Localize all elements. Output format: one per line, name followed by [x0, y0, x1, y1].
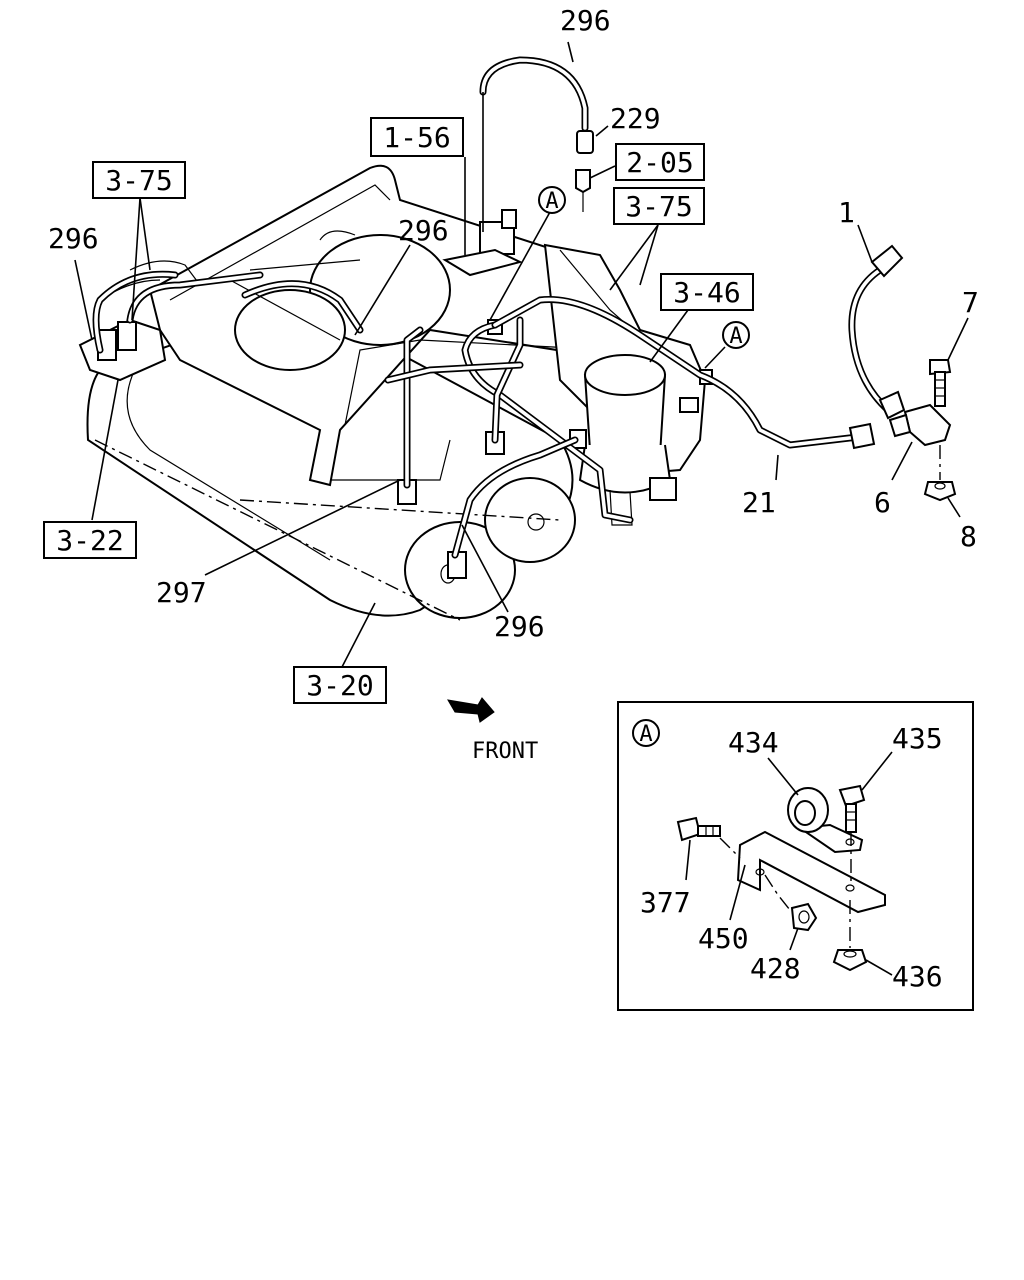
label-1: 1	[838, 196, 855, 229]
ref-2-05-text: 2-05	[626, 146, 693, 179]
nut-428	[790, 902, 818, 932]
bolt-7	[929, 359, 952, 407]
callout-a-2: A	[722, 321, 750, 349]
svg-text:A: A	[729, 324, 742, 349]
air-tank-assembly	[78, 130, 713, 621]
svg-text:A: A	[545, 189, 558, 214]
ref-box-3-22: 3-22	[43, 521, 137, 559]
label-434: 434	[728, 726, 779, 759]
callout-a-1: A	[538, 186, 566, 214]
valve-block-left	[78, 260, 201, 382]
solenoid-valve	[442, 209, 523, 277]
label-296-bottom: 296	[494, 610, 545, 643]
bracket-450	[736, 830, 886, 914]
front-arrow-icon	[447, 697, 495, 723]
air-pipes	[92, 56, 862, 559]
label-7: 7	[962, 286, 979, 319]
bolt-377	[676, 816, 721, 842]
ref-box-3-75-right: 3-75	[613, 187, 705, 225]
air-dryer	[578, 354, 677, 526]
fitting-229	[576, 130, 594, 154]
ref-box-3-20: 3-20	[293, 666, 387, 704]
label-6: 6	[874, 486, 891, 519]
ref-3-75-left-text: 3-75	[105, 164, 172, 197]
label-8: 8	[960, 520, 977, 553]
label-428: 428	[750, 952, 801, 985]
nut-436	[832, 949, 868, 972]
ref-box-3-75-left: 3-75	[92, 161, 186, 199]
detail-a-panel: A	[617, 701, 974, 1011]
fitting-2-05	[575, 169, 591, 194]
label-229: 229	[610, 102, 661, 135]
flexible-hose-assembly	[848, 244, 957, 502]
tank-end-cap-2	[484, 477, 576, 563]
nut-8	[923, 481, 957, 502]
ref-3-75-right-text: 3-75	[625, 190, 692, 223]
ref-3-20-text: 3-20	[306, 669, 373, 702]
detail-a-callout: A	[639, 722, 652, 747]
upper-cylinder	[309, 234, 451, 346]
label-436: 436	[892, 960, 943, 993]
label-450: 450	[698, 922, 749, 955]
label-435: 435	[892, 722, 943, 755]
label-296-mid: 296	[398, 214, 449, 247]
ref-box-1-56: 1-56	[370, 117, 464, 157]
hose-end-fitting	[870, 244, 904, 278]
tee-fitting-6	[903, 403, 952, 447]
ref-3-46-text: 3-46	[673, 276, 740, 309]
label-296-top: 296	[560, 4, 611, 37]
ref-3-22-text: 3-22	[56, 524, 123, 557]
ref-box-3-46: 3-46	[660, 273, 754, 311]
front-label: FRONT	[472, 739, 538, 764]
label-297: 297	[156, 576, 207, 609]
label-377: 377	[640, 886, 691, 919]
ref-1-56-text: 1-56	[383, 121, 450, 154]
leader-lines	[74, 41, 969, 668]
label-21: 21	[742, 486, 776, 519]
clip-434	[787, 787, 864, 854]
ref-box-2-05: 2-05	[615, 143, 705, 181]
label-296-left: 296	[48, 222, 99, 255]
